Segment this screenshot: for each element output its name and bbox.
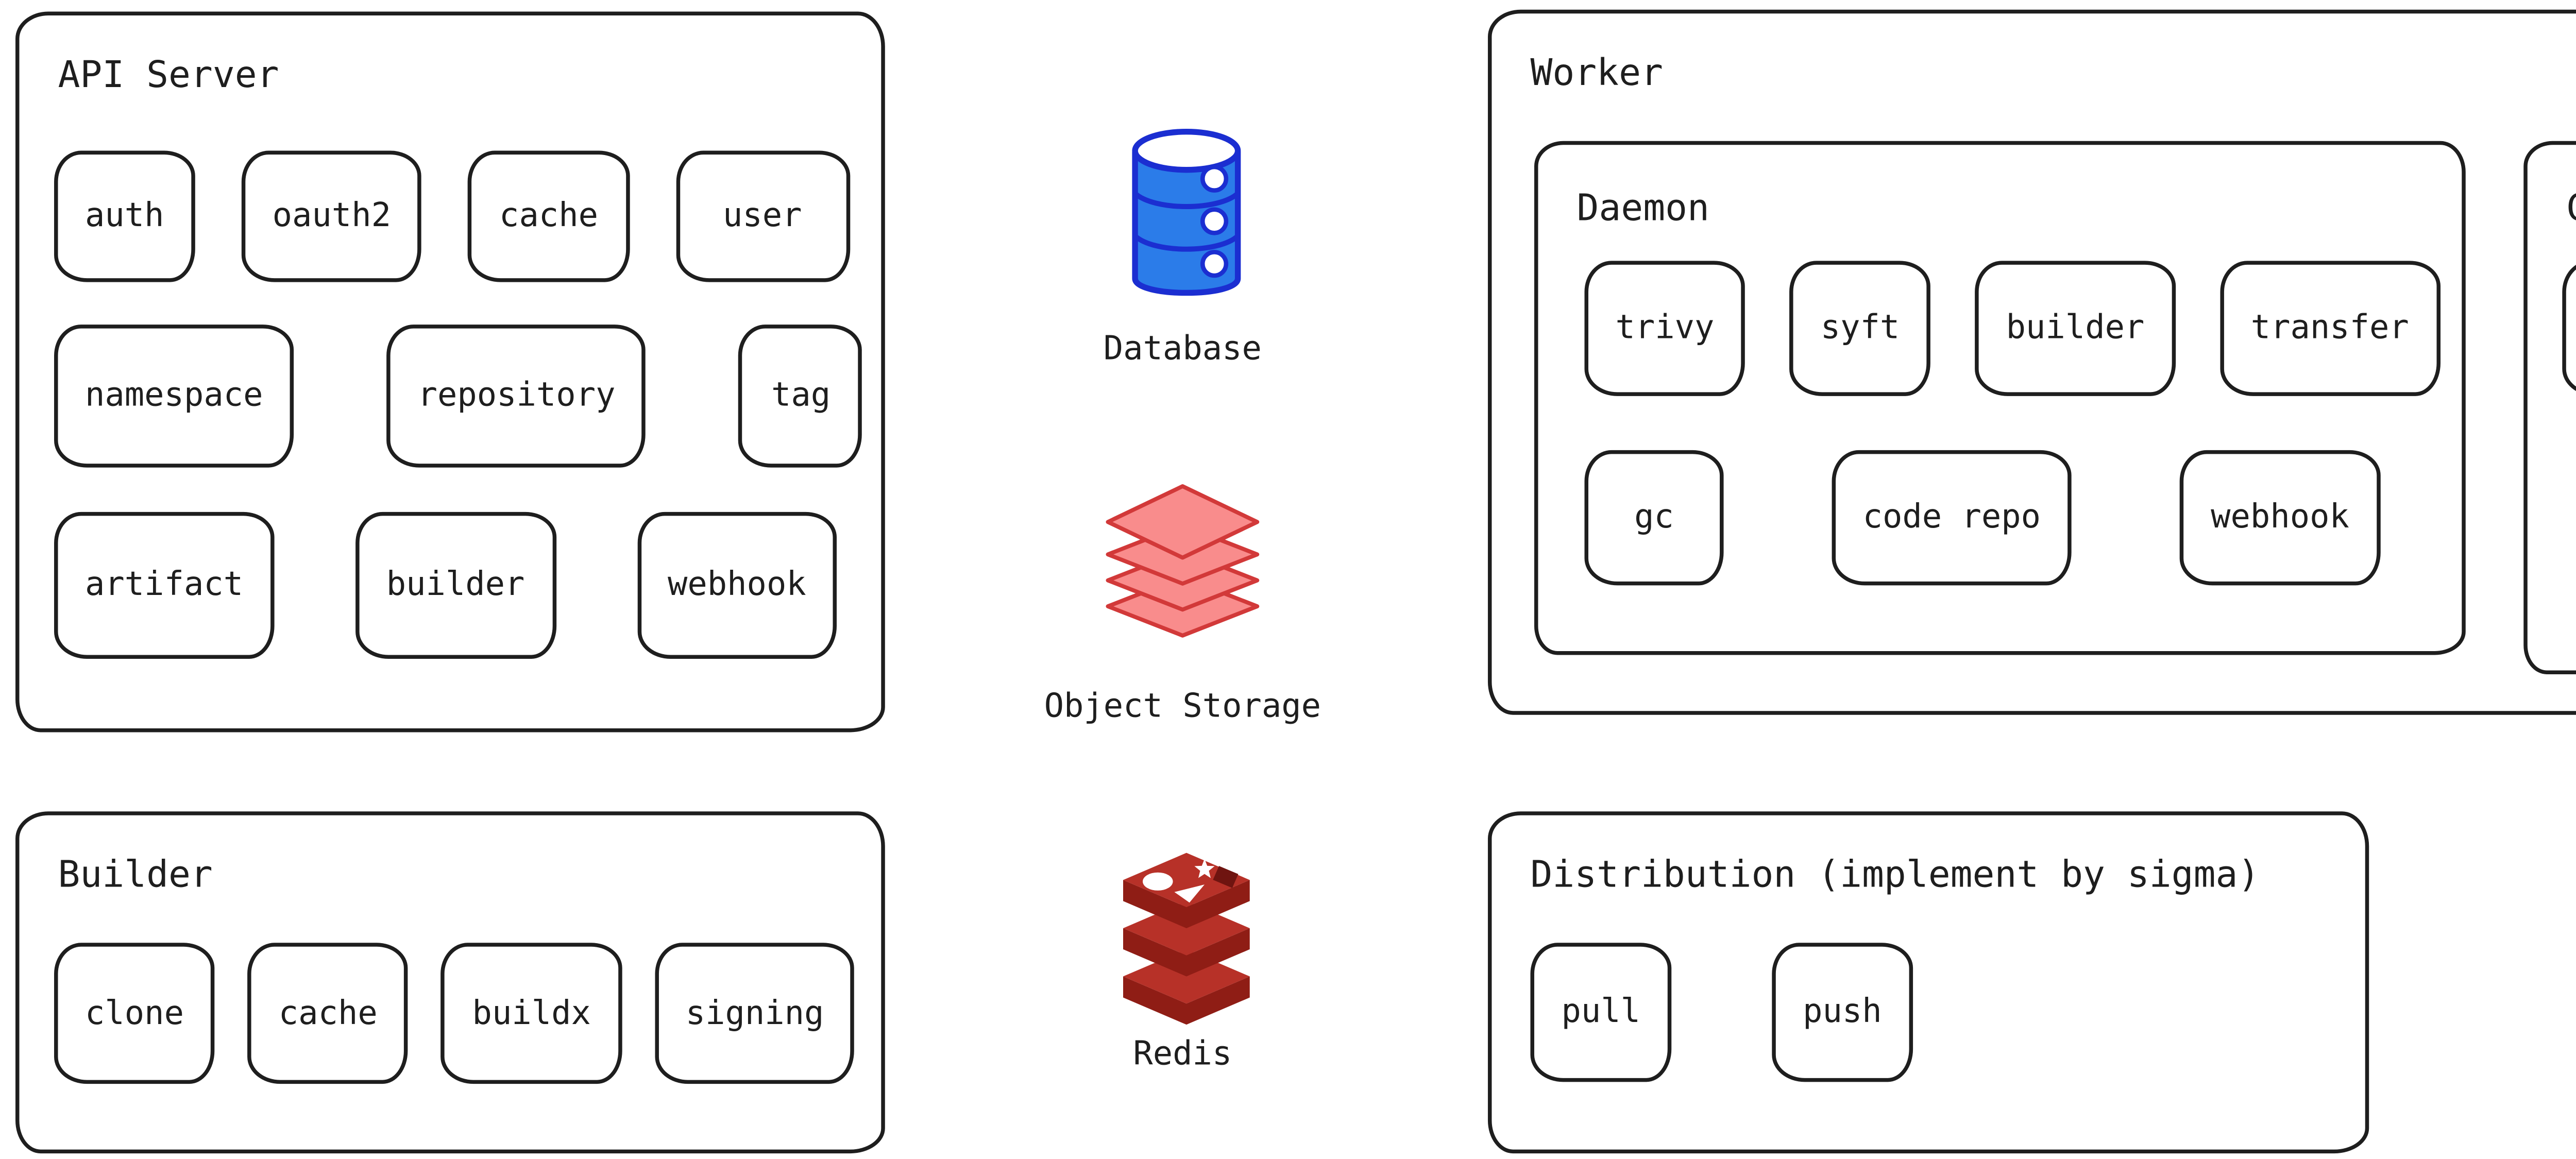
redis-slab-side — [1123, 928, 1250, 977]
redis-star-shape — [1194, 859, 1215, 878]
stacked-layers-icon — [1106, 484, 1260, 638]
database-divider — [1133, 234, 1240, 252]
node-clone: clone — [54, 943, 215, 1084]
node-namespace: namespace — [54, 325, 294, 468]
daemon-title: Daemon — [1577, 187, 1709, 230]
worker-group: Worker Daemon trivy syft builder transfe… — [1487, 9, 2576, 715]
daemon-row-1: trivy syft builder transfer — [1584, 261, 2440, 396]
database-dot — [1200, 207, 1229, 235]
node-artifact: artifact — [54, 512, 275, 659]
cronjob-title: Cronjob — [2566, 188, 2576, 230]
node-builder: builder — [1975, 261, 2176, 396]
node-cache: cache — [468, 150, 630, 282]
redis-notch — [1213, 866, 1239, 888]
node-builder: builder — [355, 512, 556, 659]
api-server-row-2: namespace repository tag — [54, 325, 863, 468]
node-gc: gc — [1584, 450, 1724, 586]
daemon-row-2: gc code repo webhook — [1584, 450, 2380, 586]
cronjob-subgroup: Cronjob builder gc — [2523, 141, 2576, 674]
database-top — [1132, 128, 1241, 173]
node-signing: signing — [654, 943, 855, 1084]
builder-group: Builder clone cache buildx signing — [15, 811, 885, 1154]
node-pull: pull — [1530, 943, 1672, 1082]
builder-row: clone cache buildx signing — [54, 943, 855, 1084]
distribution-title: Distribution (implement by sigma) — [1530, 854, 2260, 897]
database-dot — [1200, 164, 1229, 193]
node-trivy: trivy — [1584, 261, 1745, 396]
api-server-row-1: auth oauth2 cache user — [54, 150, 850, 282]
database-divider — [1133, 191, 1240, 210]
node-webhook: webhook — [2180, 450, 2380, 586]
redis-triangle-shape — [1174, 884, 1205, 903]
node-user: user — [675, 150, 850, 282]
database-label: Database — [1103, 330, 1262, 369]
node-builder: builder — [2562, 261, 2576, 396]
database-dot — [1200, 250, 1229, 278]
node-push: push — [1772, 943, 1913, 1082]
api-server-row-3: artifact builder webhook — [54, 512, 837, 659]
builder-title: Builder — [58, 854, 213, 897]
node-buildx: buildx — [441, 943, 622, 1084]
node-code-repo: code repo — [1832, 450, 2072, 586]
database-cylinder-icon — [1132, 128, 1241, 296]
storage-layer — [1106, 484, 1260, 560]
node-cache: cache — [247, 943, 409, 1084]
redis-circle-shape — [1143, 872, 1173, 891]
api-server-group: API Server auth oauth2 cache user namesp… — [15, 11, 885, 732]
redis-slab-side — [1123, 976, 1250, 1025]
distribution-row: pull push — [1530, 943, 1913, 1082]
node-oauth2: oauth2 — [241, 150, 422, 282]
node-tag: tag — [739, 325, 863, 468]
api-server-title: API Server — [58, 54, 279, 97]
worker-title: Worker — [1530, 52, 1663, 95]
node-webhook: webhook — [636, 512, 837, 659]
distribution-group: Distribution (implement by sigma) pull p… — [1487, 811, 2369, 1154]
node-auth: auth — [54, 150, 195, 282]
daemon-subgroup: Daemon trivy syft builder transfer gc co… — [1534, 141, 2466, 655]
redis-slab-side — [1123, 880, 1250, 928]
node-transfer: transfer — [2219, 261, 2440, 396]
node-syft: syft — [1789, 261, 1931, 396]
cronjob-row: builder gc — [2562, 261, 2576, 396]
redis-cube-stack-icon — [1123, 853, 1250, 1025]
node-repository: repository — [386, 325, 647, 468]
redis-label: Redis — [1133, 1035, 1232, 1075]
object-storage-label: Object Storage — [1044, 688, 1321, 727]
